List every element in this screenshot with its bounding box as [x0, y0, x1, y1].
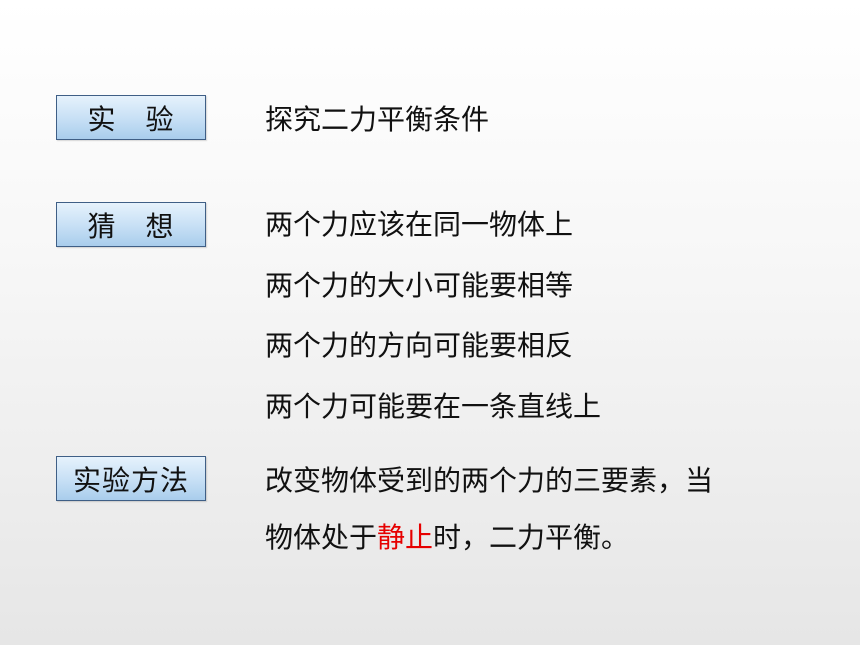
experiment-label: 实 验: [56, 95, 206, 140]
hypothesis-line-3: 两个力的方向可能要相反: [265, 329, 574, 362]
method-line-2-end: 时，二力平衡。: [433, 521, 630, 554]
method-line-1: 改变物体受到的两个力的三要素，当: [265, 464, 714, 497]
method-line-2: 物体处于静止时，二力平衡。: [265, 521, 629, 555]
hypothesis-line-4: 两个力可能要在一条直线上: [265, 390, 602, 423]
hypothesis-line-2: 两个力的大小可能要相等: [265, 269, 574, 302]
experiment-text: 探究二力平衡条件: [265, 103, 490, 136]
method-label: 实验方法: [56, 456, 206, 501]
hypothesis-label: 猜 想: [56, 202, 206, 247]
method-line-2-start: 物体处于: [265, 521, 378, 554]
highlight-static: 静止: [377, 521, 434, 554]
hypothesis-line-1: 两个力应该在同一物体上: [265, 208, 574, 241]
